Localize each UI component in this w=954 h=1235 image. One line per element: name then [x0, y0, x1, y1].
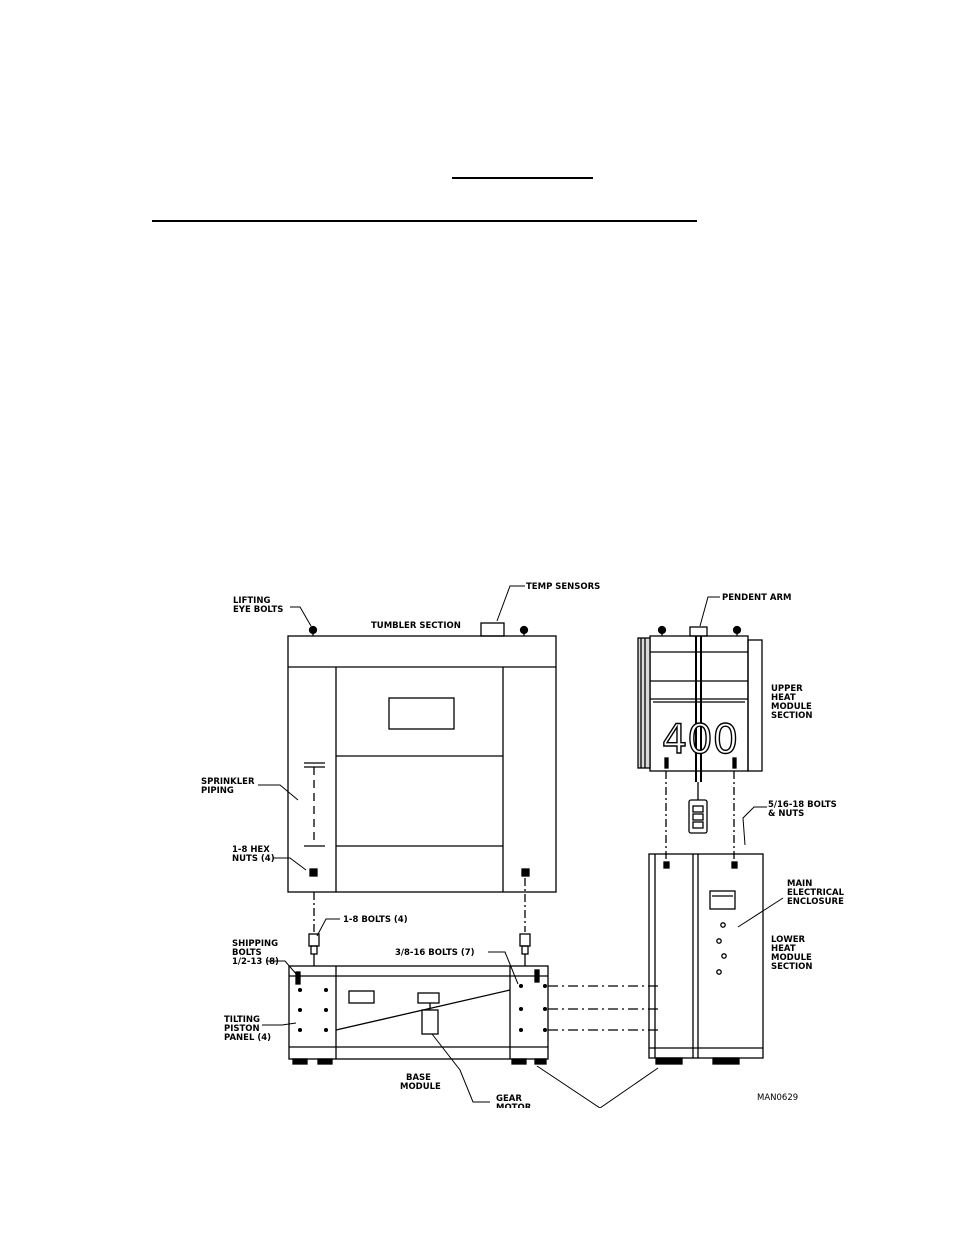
drawing-id: MAN0629	[757, 1093, 798, 1103]
lifting-eye-bolts-label-2: EYE BOLTS	[233, 605, 283, 615]
tumbler-section-label: TUMBLER SECTION	[371, 621, 461, 631]
lower-heat-label-1: LOWER	[771, 935, 806, 945]
bolts-5-16-label-1: 5/16-18 BOLTS	[768, 800, 837, 810]
base-module	[288, 965, 549, 1065]
bolts-3-8-label: 3/8-16 BOLTS (7)	[395, 948, 475, 958]
pendent-arm-label: PENDENT ARM	[722, 593, 791, 603]
bolts-5-16-label-2: & NUTS	[768, 809, 804, 819]
tilting-piston-label-1: TILTING	[224, 1015, 260, 1025]
temp-sensors-label: TEMP SENSORS	[526, 582, 600, 592]
pendent-controller	[688, 782, 708, 834]
upper-heat-label-4: SECTION	[771, 711, 812, 721]
main-electrical-label-1: MAIN	[787, 879, 812, 889]
bolts-1-8-label: 1-8 BOLTS (4)	[343, 915, 408, 925]
main-electrical-label-2: ELECTRICAL	[787, 888, 845, 898]
tilting-piston-label-3: PANEL (4)	[224, 1033, 271, 1043]
shipping-bolts-label-2: BOLTS	[232, 948, 262, 958]
page-bottom-mask	[0, 1108, 954, 1235]
upper-heat-label-3: MODULE	[771, 702, 812, 712]
lower-heat-label-4: SECTION	[771, 962, 812, 972]
upper-heat-module	[637, 625, 763, 782]
leader-lines	[258, 585, 784, 1109]
title-underline	[452, 177, 593, 179]
lower-heat-label-2: HEAT	[771, 944, 796, 954]
sprinkler-piping-label-1: SPRINKLER	[201, 777, 255, 787]
model-number: 400	[662, 717, 738, 763]
lifting-eye-bolts-label-1: LIFTING	[233, 596, 270, 606]
tumbler-section	[287, 622, 557, 893]
main-electrical-label-3: ENCLOSURE	[787, 897, 844, 907]
shipping-bolts-label-1: SHIPPING	[232, 939, 278, 949]
sprinkler-piping-label-2: PIPING	[201, 786, 234, 796]
base-module-label-1: BASE	[406, 1073, 431, 1083]
lower-heat-module	[648, 853, 764, 1065]
lower-heat-label-3: MODULE	[771, 953, 812, 963]
electrical-display	[709, 890, 736, 910]
hex-nuts-label-2: NUTS (4)	[232, 854, 275, 864]
tumbler-window	[388, 697, 455, 730]
gear-motor-body	[421, 1009, 439, 1035]
hex-nuts-label-1: 1-8 HEX	[232, 845, 270, 855]
bolts-1-8	[308, 933, 531, 966]
shipping-bolts-label-3: 1/2-13 (8)	[232, 957, 279, 967]
base-module-label-2: MODULE	[400, 1082, 441, 1092]
upper-heat-label-2: HEAT	[771, 693, 796, 703]
tilting-piston-label-2: PISTON	[224, 1024, 260, 1034]
upper-heat-label-1: UPPER	[771, 684, 803, 694]
gear-motor-label-1: GEAR	[496, 1094, 522, 1104]
section-rule	[152, 220, 697, 222]
temp-sensor-box	[480, 622, 505, 637]
